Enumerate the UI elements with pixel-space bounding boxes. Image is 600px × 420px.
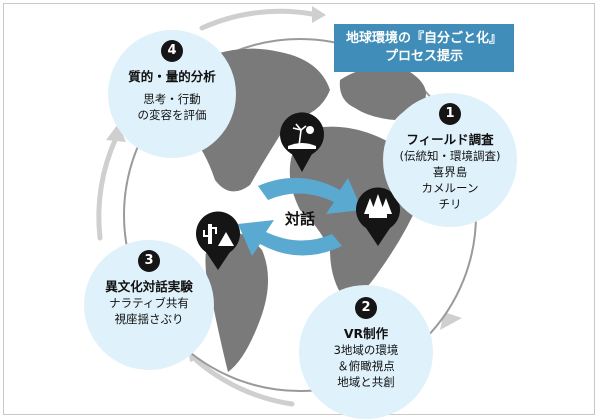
step-3-title: 異文化対話実験: [105, 279, 193, 294]
step-1-line-1: (伝統知・環境調査): [399, 149, 501, 163]
step-2-line-2: ＆俯瞰視点: [337, 359, 395, 373]
step-2-number: 2: [355, 297, 377, 319]
step-4-title: 質的・量的分析: [128, 69, 216, 84]
dialogue-arrows: [238, 177, 362, 256]
step-3-number: 3: [138, 250, 160, 272]
step-1-line-3: カメルーン: [421, 181, 479, 195]
step-2-bubble: 2 VR制作 3地域の環境 ＆俯瞰視点 地域と共創: [299, 285, 433, 419]
title-box: 地球環境の『自分ごと化』 プロセス提示: [334, 24, 514, 72]
step-2-line-3: 地域と共創: [337, 375, 395, 389]
step-4-number: 4: [161, 40, 183, 62]
desert-pin-icon: [196, 211, 241, 270]
step-4-bubble: 4 質的・量的分析 思考・行動 の変容を評価: [108, 30, 236, 158]
island-pin-icon: [280, 112, 325, 172]
step-1-line-4: チリ: [438, 197, 462, 211]
step-1-title: フィールド調査: [406, 132, 494, 147]
step-4-line-2: の変容を評価: [137, 108, 207, 122]
step-4-line-1: 思考・行動: [143, 92, 201, 106]
step-1-number: 1: [439, 103, 461, 125]
step-1-bubble: 1 フィールド調査 (伝統知・環境調査) 喜界島 カメルーン チリ: [383, 93, 517, 227]
step-2-title: VR制作: [343, 326, 389, 341]
step-3-line-1: ナラティブ共有: [109, 296, 189, 310]
title-line-2: プロセス提示: [384, 49, 463, 64]
forest-pin-icon: [356, 187, 401, 246]
step-3-line-2: 視座揺さぶり: [114, 312, 184, 326]
step-1-line-2: 喜界島: [432, 165, 468, 179]
diagram-frame: [3, 3, 595, 415]
step-3-bubble: 3 異文化対話実験 ナラティブ共有 視座揺さぶり: [84, 240, 214, 370]
title-line-1: 地球環境の『自分ごと化』: [345, 31, 502, 46]
center-label: 対話: [284, 210, 315, 228]
step-2-line-1: 3地域の環境: [333, 343, 399, 357]
